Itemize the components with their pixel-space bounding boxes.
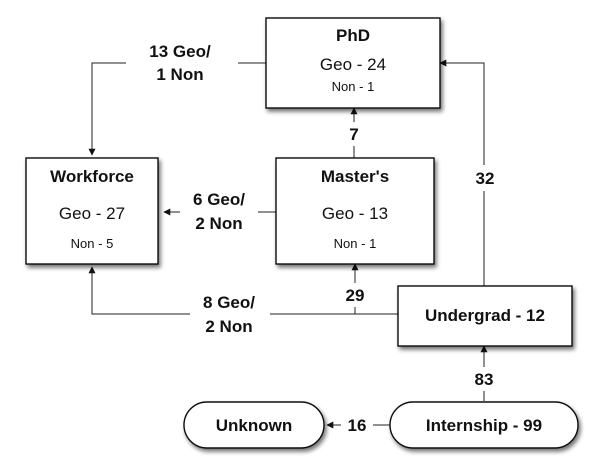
edge-phd-to-workforce: 13 Geo/ 1 Non xyxy=(88,40,266,156)
edge-masters-to-phd: 7 xyxy=(340,107,368,158)
node-masters-title: Master's xyxy=(321,167,389,186)
node-masters-geo: Geo - 13 xyxy=(322,204,388,223)
node-phd: PhD Geo - 24 Non - 1 xyxy=(265,17,441,109)
node-workforce-non: Non - 5 xyxy=(71,236,114,251)
node-internship: Internship - 99 xyxy=(389,401,579,449)
edge-label-phd-workforce-non: 1 Non xyxy=(156,65,203,84)
node-masters-non: Non - 1 xyxy=(334,236,377,251)
edge-undergrad-to-masters: 29 xyxy=(338,263,372,314)
edge-masters-to-workforce: 6 Geo/ 2 Non xyxy=(163,187,276,237)
node-unknown-title: Unknown xyxy=(216,416,293,435)
edge-internship-to-undergrad: 83 xyxy=(467,345,501,401)
edge-label-undergrad-masters: 29 xyxy=(346,286,365,305)
edge-label-undergrad-phd: 32 xyxy=(476,169,495,188)
node-undergrad-title: Undergrad - 12 xyxy=(425,306,545,325)
edge-label-masters-workforce-geo: 6 Geo/ xyxy=(193,190,245,209)
edge-undergrad-to-phd: 32 xyxy=(439,59,502,286)
node-unknown: Unknown xyxy=(183,401,325,449)
edge-label-undergrad-workforce-non: 2 Non xyxy=(205,317,252,336)
node-undergrad: Undergrad - 12 xyxy=(397,285,573,347)
node-workforce-geo: Geo - 27 xyxy=(59,204,125,223)
edge-label-internship-unknown: 16 xyxy=(348,416,367,435)
node-masters: Master's Geo - 13 Non - 1 xyxy=(275,157,435,265)
edge-label-internship-undergrad: 83 xyxy=(475,370,494,389)
node-workforce: Workforce Geo - 27 Non - 5 xyxy=(25,157,159,265)
edge-label-masters-workforce-non: 2 Non xyxy=(195,214,242,233)
node-workforce-title: Workforce xyxy=(50,167,134,186)
edge-undergrad-to-workforce: 8 Geo/ 2 Non xyxy=(88,266,398,340)
node-internship-title: Internship - 99 xyxy=(426,416,542,435)
edge-label-undergrad-workforce-geo: 8 Geo/ xyxy=(203,293,255,312)
node-phd-geo: Geo - 24 xyxy=(320,55,386,74)
edge-label-masters-phd: 7 xyxy=(349,125,358,144)
edge-internship-to-unknown: 16 xyxy=(326,413,390,437)
node-phd-title: PhD xyxy=(336,26,370,45)
node-phd-non: Non - 1 xyxy=(332,79,375,94)
edge-label-phd-workforce-geo: 13 Geo/ xyxy=(149,42,211,61)
